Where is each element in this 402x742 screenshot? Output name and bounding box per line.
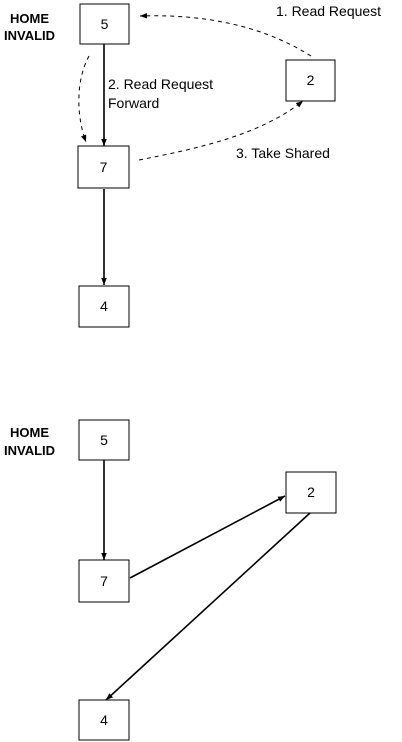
top-node-5-label: 5 (101, 16, 109, 32)
bottom-home-label: HOME (10, 425, 49, 440)
bottom-diagram: HOME INVALID 5 2 7 4 (4, 419, 337, 741)
top-step-forward-line2: Forward (108, 95, 159, 111)
top-step-forward-line1: 2. Read Request (108, 76, 213, 92)
top-node-2-label: 2 (307, 72, 315, 88)
top-edge-forward-dashed (78, 55, 90, 143)
top-node-4-label: 4 (100, 298, 108, 314)
top-node-4: 4 (78, 285, 130, 328)
top-node-7: 7 (77, 145, 130, 189)
bottom-node-5: 5 (78, 419, 130, 461)
top-invalid-label: INVALID (4, 28, 55, 43)
bottom-node-7-label: 7 (100, 573, 108, 589)
top-node-7-label: 7 (100, 159, 108, 175)
bottom-node-2: 2 (285, 471, 337, 514)
bottom-node-5-label: 5 (100, 432, 108, 448)
top-node-5: 5 (79, 3, 130, 45)
top-node-2: 2 (285, 59, 336, 102)
top-diagram: HOME INVALID 1. Read Request 2. Read Req… (4, 3, 381, 328)
bottom-node-2-label: 2 (307, 484, 315, 500)
bottom-edge-2-to-4 (105, 512, 311, 701)
bottom-edge-7-to-2 (129, 495, 286, 579)
top-step-read-request: 1. Read Request (276, 3, 381, 19)
top-step-take-shared: 3. Take Shared (236, 145, 330, 161)
bottom-invalid-label: INVALID (4, 443, 55, 458)
bottom-node-7: 7 (78, 559, 130, 603)
bottom-node-4: 4 (78, 699, 130, 741)
top-home-label: HOME (10, 11, 49, 26)
top-edge-take-shared (138, 100, 304, 161)
top-edge-read-request (139, 12, 312, 57)
bottom-node-4-label: 4 (100, 712, 108, 728)
